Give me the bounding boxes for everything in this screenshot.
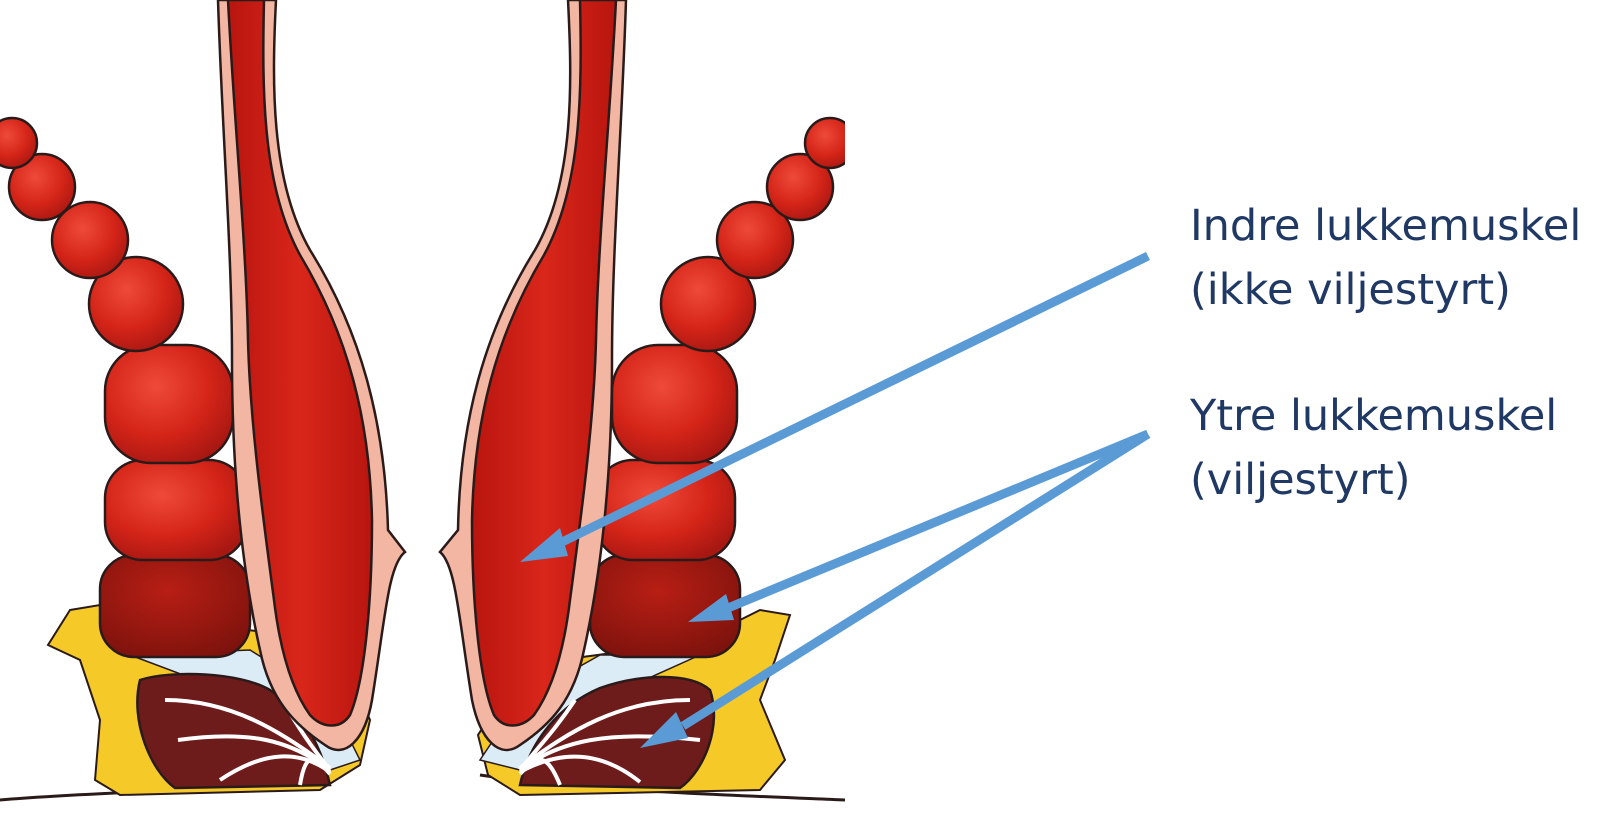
arrow-external-head-2 (640, 712, 688, 748)
external-sphincter-title: Ytre lukkemuskel (1190, 391, 1558, 441)
left-side (0, 0, 407, 797)
left-external-sphincter-mid (103, 458, 249, 562)
external-sphincter-label: Ytre lukkemuskel (viljestyrt) (1190, 384, 1557, 512)
right-side (438, 0, 857, 797)
annotation-arrows (520, 251, 1151, 748)
external-sphincter-note: (viljestyrt) (1190, 455, 1411, 505)
internal-sphincter-title: Indre lukkemuskel (1190, 201, 1582, 251)
internal-sphincter-label: Indre lukkemuskel (ikke viljestyrt) (1190, 194, 1581, 322)
crop-mask (845, 0, 925, 816)
right-levator-ball (659, 255, 757, 353)
arrow-external-line-1 (726, 429, 1150, 613)
arrow-external-head-1 (688, 594, 734, 622)
left-levator-ball (7, 152, 77, 222)
arrow-external-line-2 (680, 430, 1151, 730)
right-external-sphincter-mid (593, 458, 737, 562)
arrow-internal-head (520, 528, 568, 562)
right-external-sphincter-top (610, 343, 739, 465)
right-levator-ball (715, 200, 795, 280)
internal-sphincter-note: (ikke viljestyrt) (1190, 265, 1511, 315)
right-levator-ball (765, 152, 835, 222)
arrow-internal-line (558, 251, 1150, 548)
left-external-sphincter-top (103, 343, 235, 465)
left-levator-ball (87, 255, 185, 353)
right-deep-sphincter (518, 675, 716, 790)
left-internal-sphincter (226, 0, 374, 727)
left-external-sphincter-bottom (98, 553, 252, 659)
left-levator-ball (50, 200, 130, 280)
left-levator-ball (0, 116, 39, 170)
right-internal-sphincter (470, 0, 618, 727)
